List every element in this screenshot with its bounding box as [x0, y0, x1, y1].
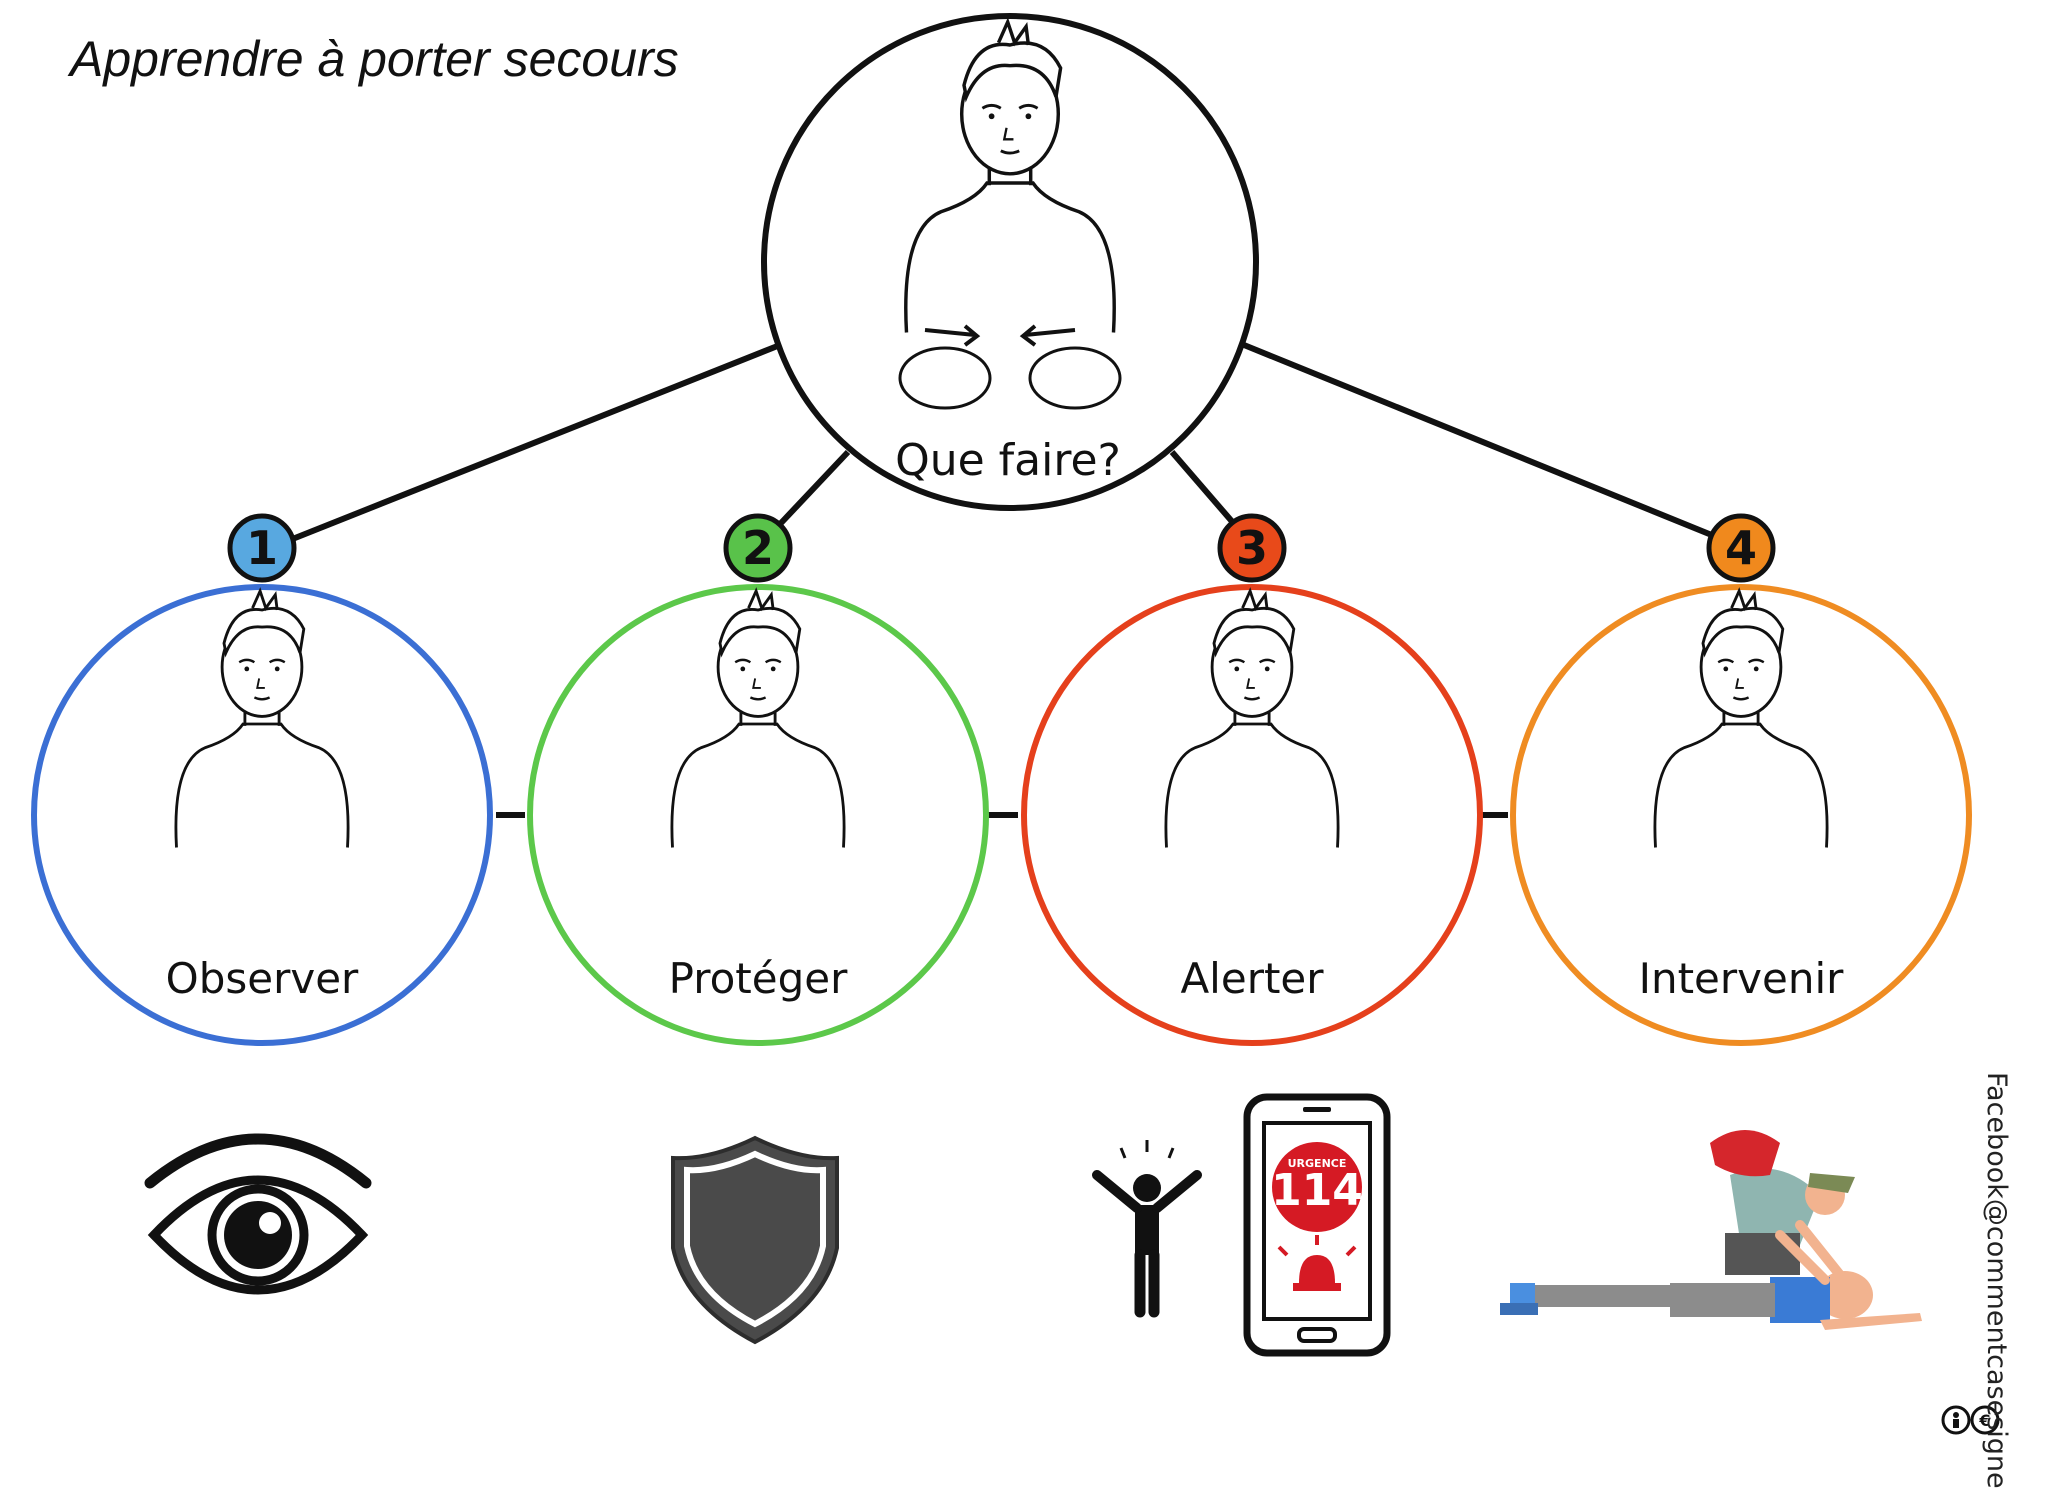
step-number: 1	[246, 521, 278, 575]
diagram-stage: Apprendre à porter secours	[31, 13, 2012, 1489]
step-label: Protéger	[669, 954, 848, 1003]
connector-lines	[288, 342, 1726, 818]
step-badge-4	[1706, 513, 1776, 583]
step-number: 2	[742, 521, 774, 575]
connector-1	[288, 342, 782, 543]
emergency-number: 114	[1271, 1165, 1363, 1216]
facebook-credit: Facebook@commentcasesigne	[1981, 1072, 2012, 1489]
step-label: Alerter	[1180, 954, 1324, 1003]
fists-icon	[898, 346, 1122, 410]
phone-alert-icon: URGENCE 114	[1243, 1093, 1391, 1357]
step-badge-3	[1217, 513, 1287, 583]
step-number: 4	[1725, 521, 1757, 575]
person-waving-icon	[1092, 1140, 1202, 1318]
eye-icon	[144, 1133, 372, 1295]
license-icon: €	[1941, 1405, 2000, 1435]
step-badge-2	[723, 513, 793, 583]
step-badge-1	[227, 513, 297, 583]
motion-arrows-icon	[924, 324, 1076, 347]
center-node: Que faire?	[761, 13, 1259, 511]
connector-4	[1242, 342, 1726, 543]
shield-icon	[671, 1135, 839, 1345]
step-label: Intervenir	[1639, 954, 1845, 1003]
siren-icon	[1277, 1235, 1357, 1291]
step-number: 3	[1236, 521, 1268, 575]
urgence-label: URGENCE	[1288, 1157, 1347, 1170]
first-aid-icon	[1500, 1130, 1922, 1330]
svg-text:€: €	[1978, 1411, 1990, 1430]
step-label: Observer	[166, 954, 359, 1003]
diagram-canvas: Que faire? 1Observer2Protéger3Alerter4In…	[31, 13, 2000, 1435]
center-label: Que faire?	[895, 435, 1121, 486]
page-title: Apprendre à porter secours	[70, 31, 679, 87]
